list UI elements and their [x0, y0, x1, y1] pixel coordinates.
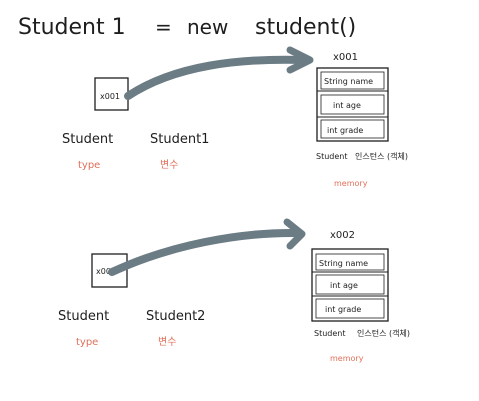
field-box-age [315, 274, 385, 295]
variable-name-2: Student2 [146, 309, 205, 324]
header-new-keyword: new [187, 15, 228, 39]
header-left: Student 1 [18, 15, 126, 40]
instance-box-1 [316, 67, 389, 142]
field-grade: int grade [325, 305, 361, 314]
instance-box-2 [311, 248, 389, 322]
memory-caption-2: memory [330, 354, 364, 363]
variable-value-2: x002 [96, 267, 116, 276]
field-box-name [315, 253, 385, 271]
instance-address-2: x002 [330, 230, 355, 241]
variable-caption-2: 변수 [158, 336, 176, 348]
diagram-1: x001 x001 String name int age int grade … [62, 46, 408, 188]
arrowhead-2 [283, 218, 306, 250]
header-right: student() [255, 15, 356, 40]
type-label-2: Student [58, 309, 109, 324]
arrowhead-1 [286, 46, 314, 74]
header: Student 1 = new student() [18, 15, 356, 40]
diagram-2: x002 x002 String name int age int grade … [58, 218, 410, 363]
instance-label-2: Student [314, 329, 346, 338]
reference-arrow-1 [124, 55, 309, 100]
reference-arrow-2 [108, 228, 302, 276]
field-grade: int grade [327, 126, 363, 135]
field-box-grade [320, 119, 385, 139]
type-caption-1: type [78, 160, 100, 171]
memory-caption-1: memory [334, 179, 368, 188]
field-box-name [320, 71, 385, 90]
instance-caption-1: 인스턴스 (객체) [355, 151, 408, 161]
variable-value-1: x001 [100, 92, 120, 101]
field-age: int age [330, 281, 358, 290]
field-name: String name [324, 77, 373, 86]
instance-label-1: Student [316, 152, 348, 161]
instance-address-1: x001 [333, 52, 358, 63]
variable-box-2 [91, 253, 128, 288]
variable-caption-1: 변수 [160, 159, 178, 171]
field-name: String name [319, 259, 368, 268]
instance-caption-2: 인스턴스 (객체) [357, 328, 410, 338]
type-label-1: Student [62, 132, 113, 147]
field-age: int age [333, 101, 361, 110]
header-equals: = [155, 15, 172, 39]
type-caption-2: type [76, 337, 98, 348]
variable-name-1: Student1 [150, 132, 209, 147]
field-box-age [320, 94, 385, 115]
field-box-grade [315, 298, 385, 319]
